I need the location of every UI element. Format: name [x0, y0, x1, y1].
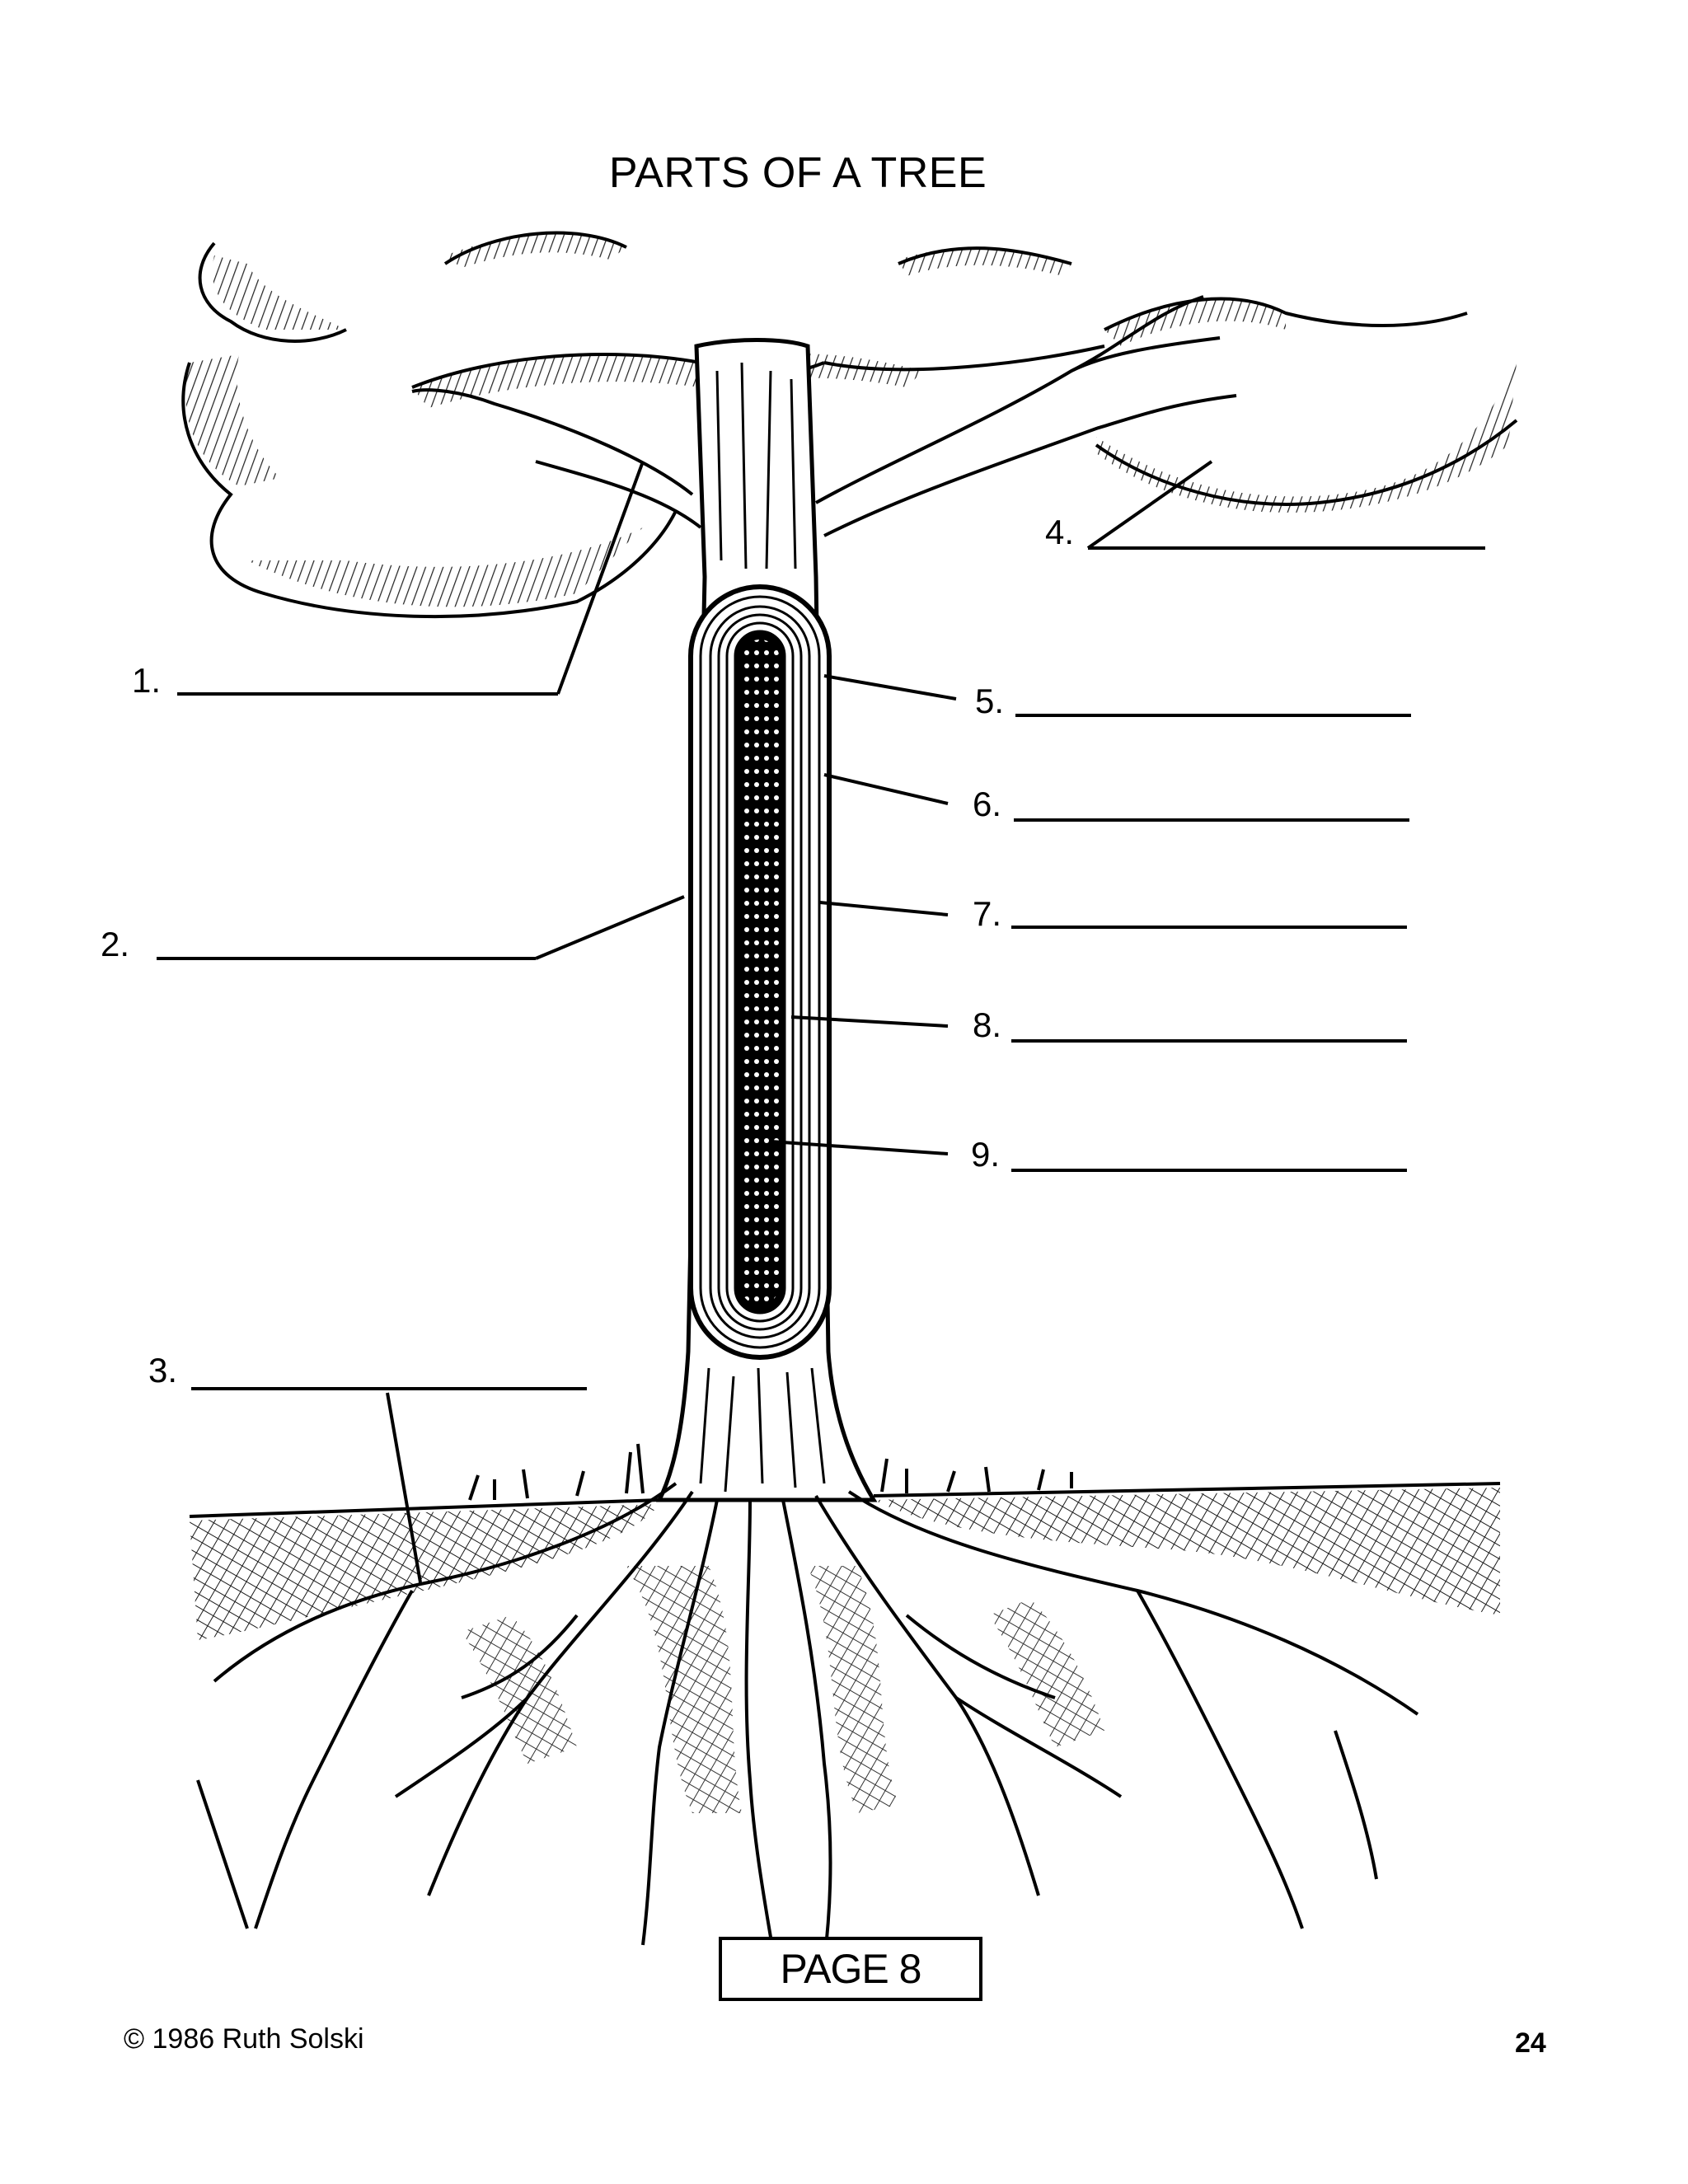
- label-number-5: 5.: [975, 682, 1005, 720]
- answer-blank-6[interactable]: [1014, 818, 1409, 822]
- leader-lines: [386, 460, 1213, 1583]
- answer-blank-7[interactable]: [1011, 926, 1407, 929]
- answer-blank-1[interactable]: [177, 692, 558, 696]
- answer-blank-3[interactable]: [191, 1387, 587, 1390]
- page-reference-box: PAGE 8: [719, 1937, 982, 2001]
- soil-shading: [190, 1488, 1500, 1813]
- label-number-4: 4.: [1045, 513, 1075, 551]
- label-number-7: 7.: [973, 894, 1002, 933]
- label-number-1: 1.: [132, 661, 162, 700]
- label-number-8: 8.: [973, 1005, 1002, 1044]
- page-number: 24: [1515, 2027, 1546, 2059]
- answer-blank-4[interactable]: [1088, 546, 1485, 550]
- answer-blank-2[interactable]: [157, 957, 536, 960]
- label-number-6: 6.: [973, 785, 1002, 823]
- ground: [189, 1443, 1501, 1518]
- label-number-3: 3.: [148, 1351, 178, 1390]
- answer-blank-8[interactable]: [1011, 1039, 1407, 1043]
- trunk-cross-section: [688, 584, 832, 1360]
- label-number-2: 2.: [101, 925, 130, 963]
- canopy: [181, 231, 1518, 619]
- copyright-notice: © 1986 Ruth Solski: [124, 2023, 364, 2055]
- canopy-shading: [185, 233, 1517, 607]
- label-number-9: 9.: [971, 1135, 1001, 1174]
- answer-blank-5[interactable]: [1015, 714, 1411, 717]
- roots: [196, 1482, 1419, 1962]
- page-reference-label: PAGE 8: [780, 1946, 922, 1992]
- branches: [411, 295, 1237, 537]
- answer-blank-9[interactable]: [1011, 1169, 1407, 1172]
- page-title: PARTS OF A TREE: [608, 149, 987, 197]
